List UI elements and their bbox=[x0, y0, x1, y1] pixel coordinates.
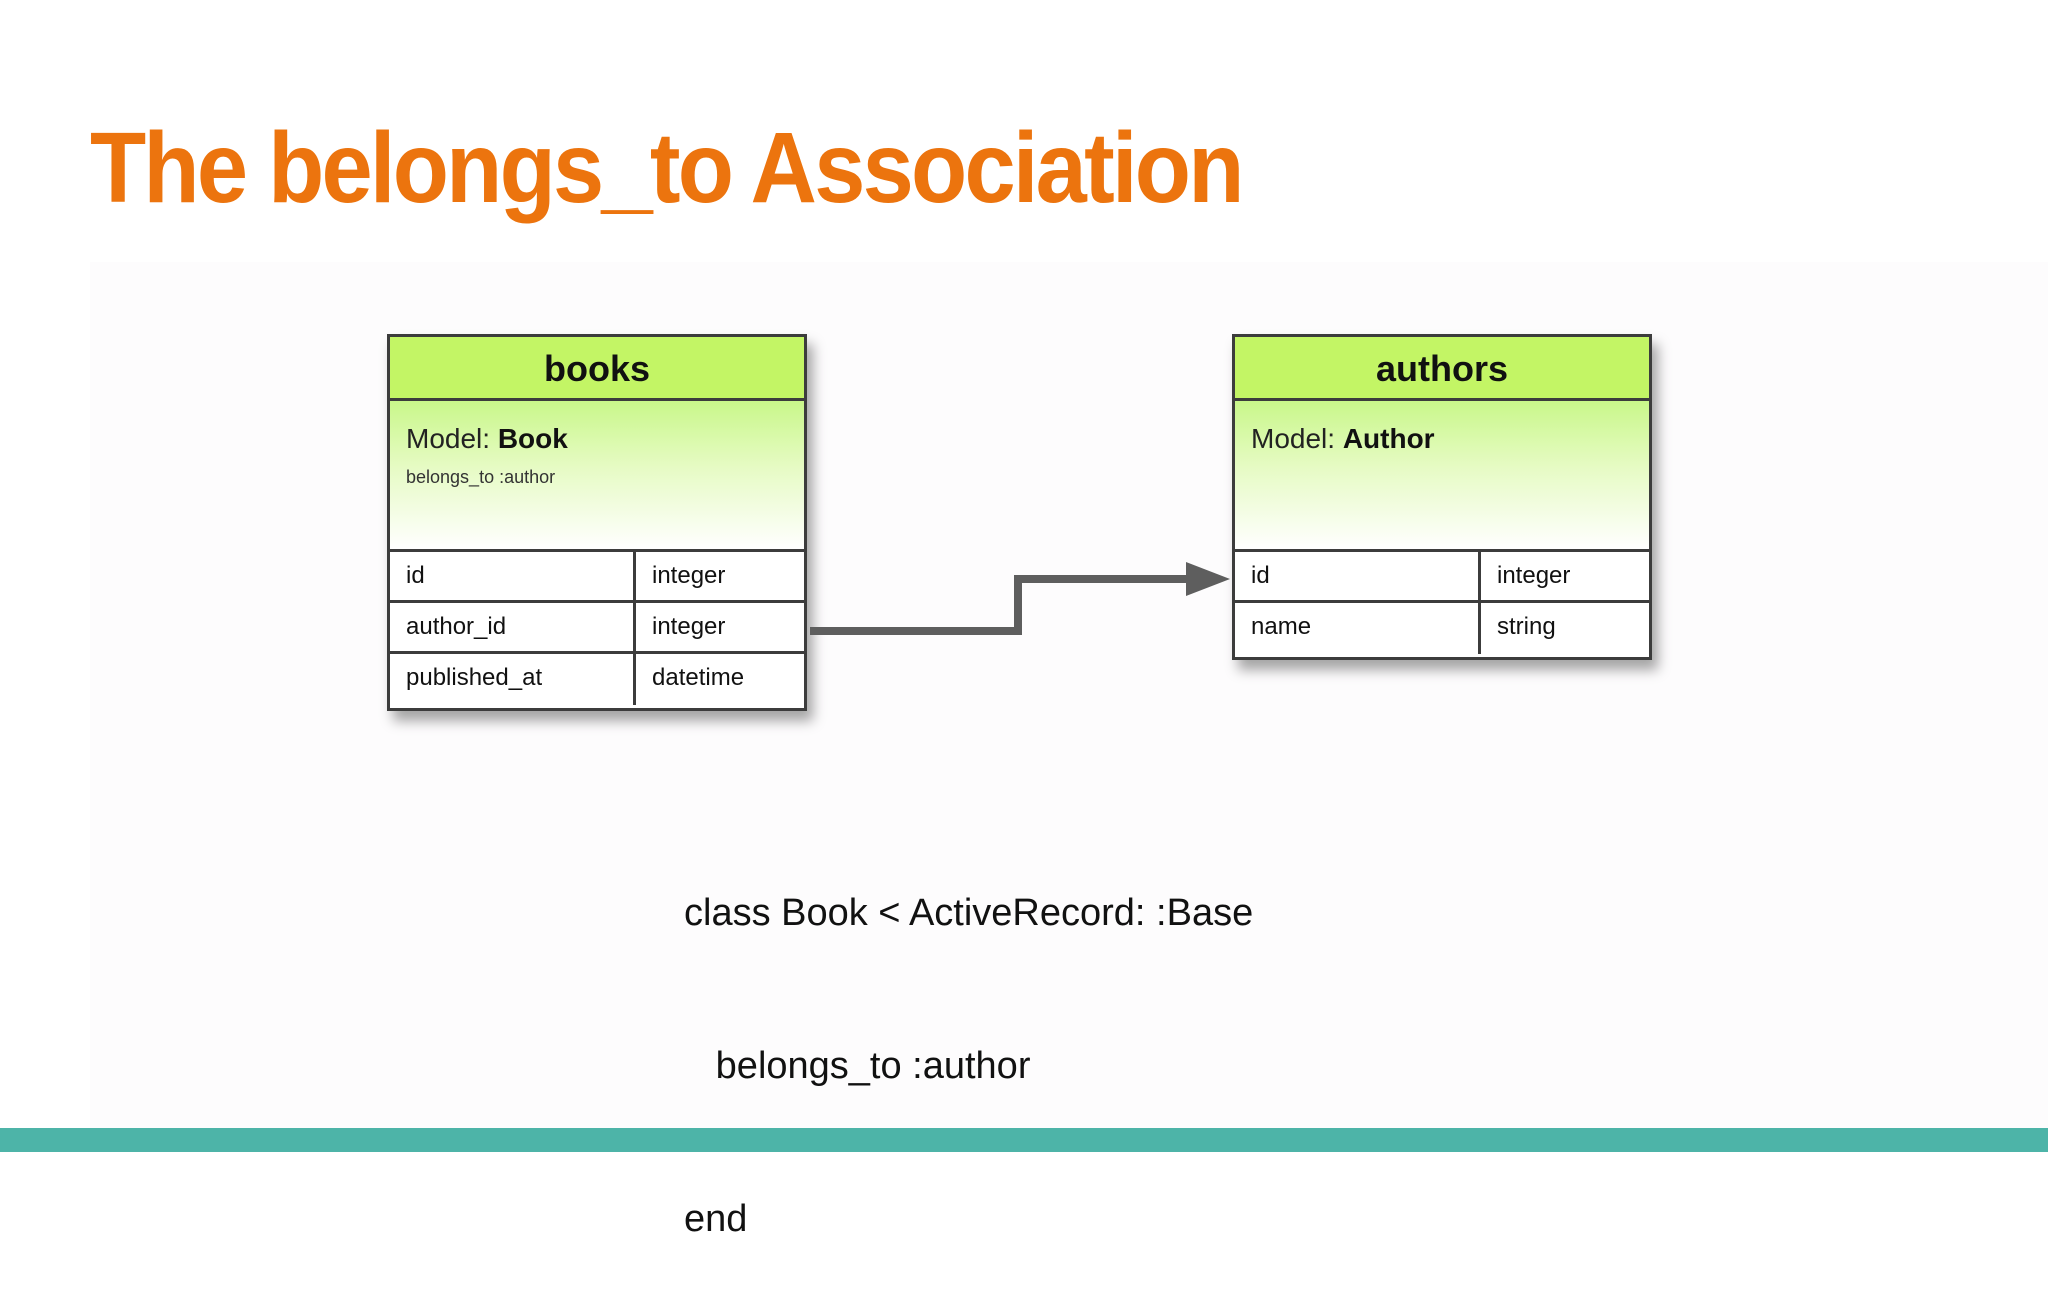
books-model-label: Model: bbox=[406, 423, 491, 454]
authors-row-id: id integer bbox=[1235, 552, 1649, 603]
slide-title: The belongs_to Association bbox=[90, 112, 1244, 224]
authors-model-line: Model: Author bbox=[1251, 423, 1649, 455]
column-name: name bbox=[1235, 603, 1481, 654]
books-row-author-id: author_id integer bbox=[390, 603, 804, 654]
books-model-name: Book bbox=[497, 423, 568, 454]
column-name: published_at bbox=[390, 654, 636, 705]
authors-model-label: Model: bbox=[1251, 423, 1336, 454]
authors-row-name: name string bbox=[1235, 603, 1649, 654]
column-type: integer bbox=[652, 613, 726, 640]
code-snippet: class Book < ActiveRecord: :Base belongs… bbox=[684, 786, 1253, 1296]
authors-model-name: Author bbox=[1342, 423, 1435, 454]
column-type: integer bbox=[1497, 562, 1571, 589]
authors-table: authors Model: Author id integer name st… bbox=[1232, 334, 1652, 660]
bottom-accent-bar bbox=[0, 1128, 2048, 1152]
column-type: datetime bbox=[652, 664, 745, 691]
column-name: author_id bbox=[390, 603, 636, 651]
foreign-key-connector bbox=[810, 562, 1230, 635]
code-line-1: class Book < ActiveRecord: :Base bbox=[684, 892, 1254, 934]
column-type: string bbox=[1497, 613, 1556, 640]
code-line-3: end bbox=[684, 1198, 748, 1240]
books-row-id: id integer bbox=[390, 552, 804, 603]
column-name: id bbox=[390, 552, 636, 600]
books-table: books Model: Book belongs_to :author id … bbox=[387, 334, 807, 711]
column-type: integer bbox=[652, 562, 726, 589]
code-line-2: belongs_to :author bbox=[684, 1045, 1031, 1087]
arrowhead-icon bbox=[1186, 562, 1230, 596]
authors-table-model: Model: Author bbox=[1235, 401, 1649, 552]
books-table-header: books bbox=[390, 337, 804, 401]
books-model-note: belongs_to :author bbox=[406, 467, 556, 487]
books-row-published-at: published_at datetime bbox=[390, 654, 804, 705]
column-name: id bbox=[1235, 552, 1481, 600]
books-model-line: Model: Book bbox=[406, 423, 804, 455]
connector-line bbox=[810, 575, 1190, 635]
books-table-model: Model: Book belongs_to :author bbox=[390, 401, 804, 552]
authors-table-header: authors bbox=[1235, 337, 1649, 401]
